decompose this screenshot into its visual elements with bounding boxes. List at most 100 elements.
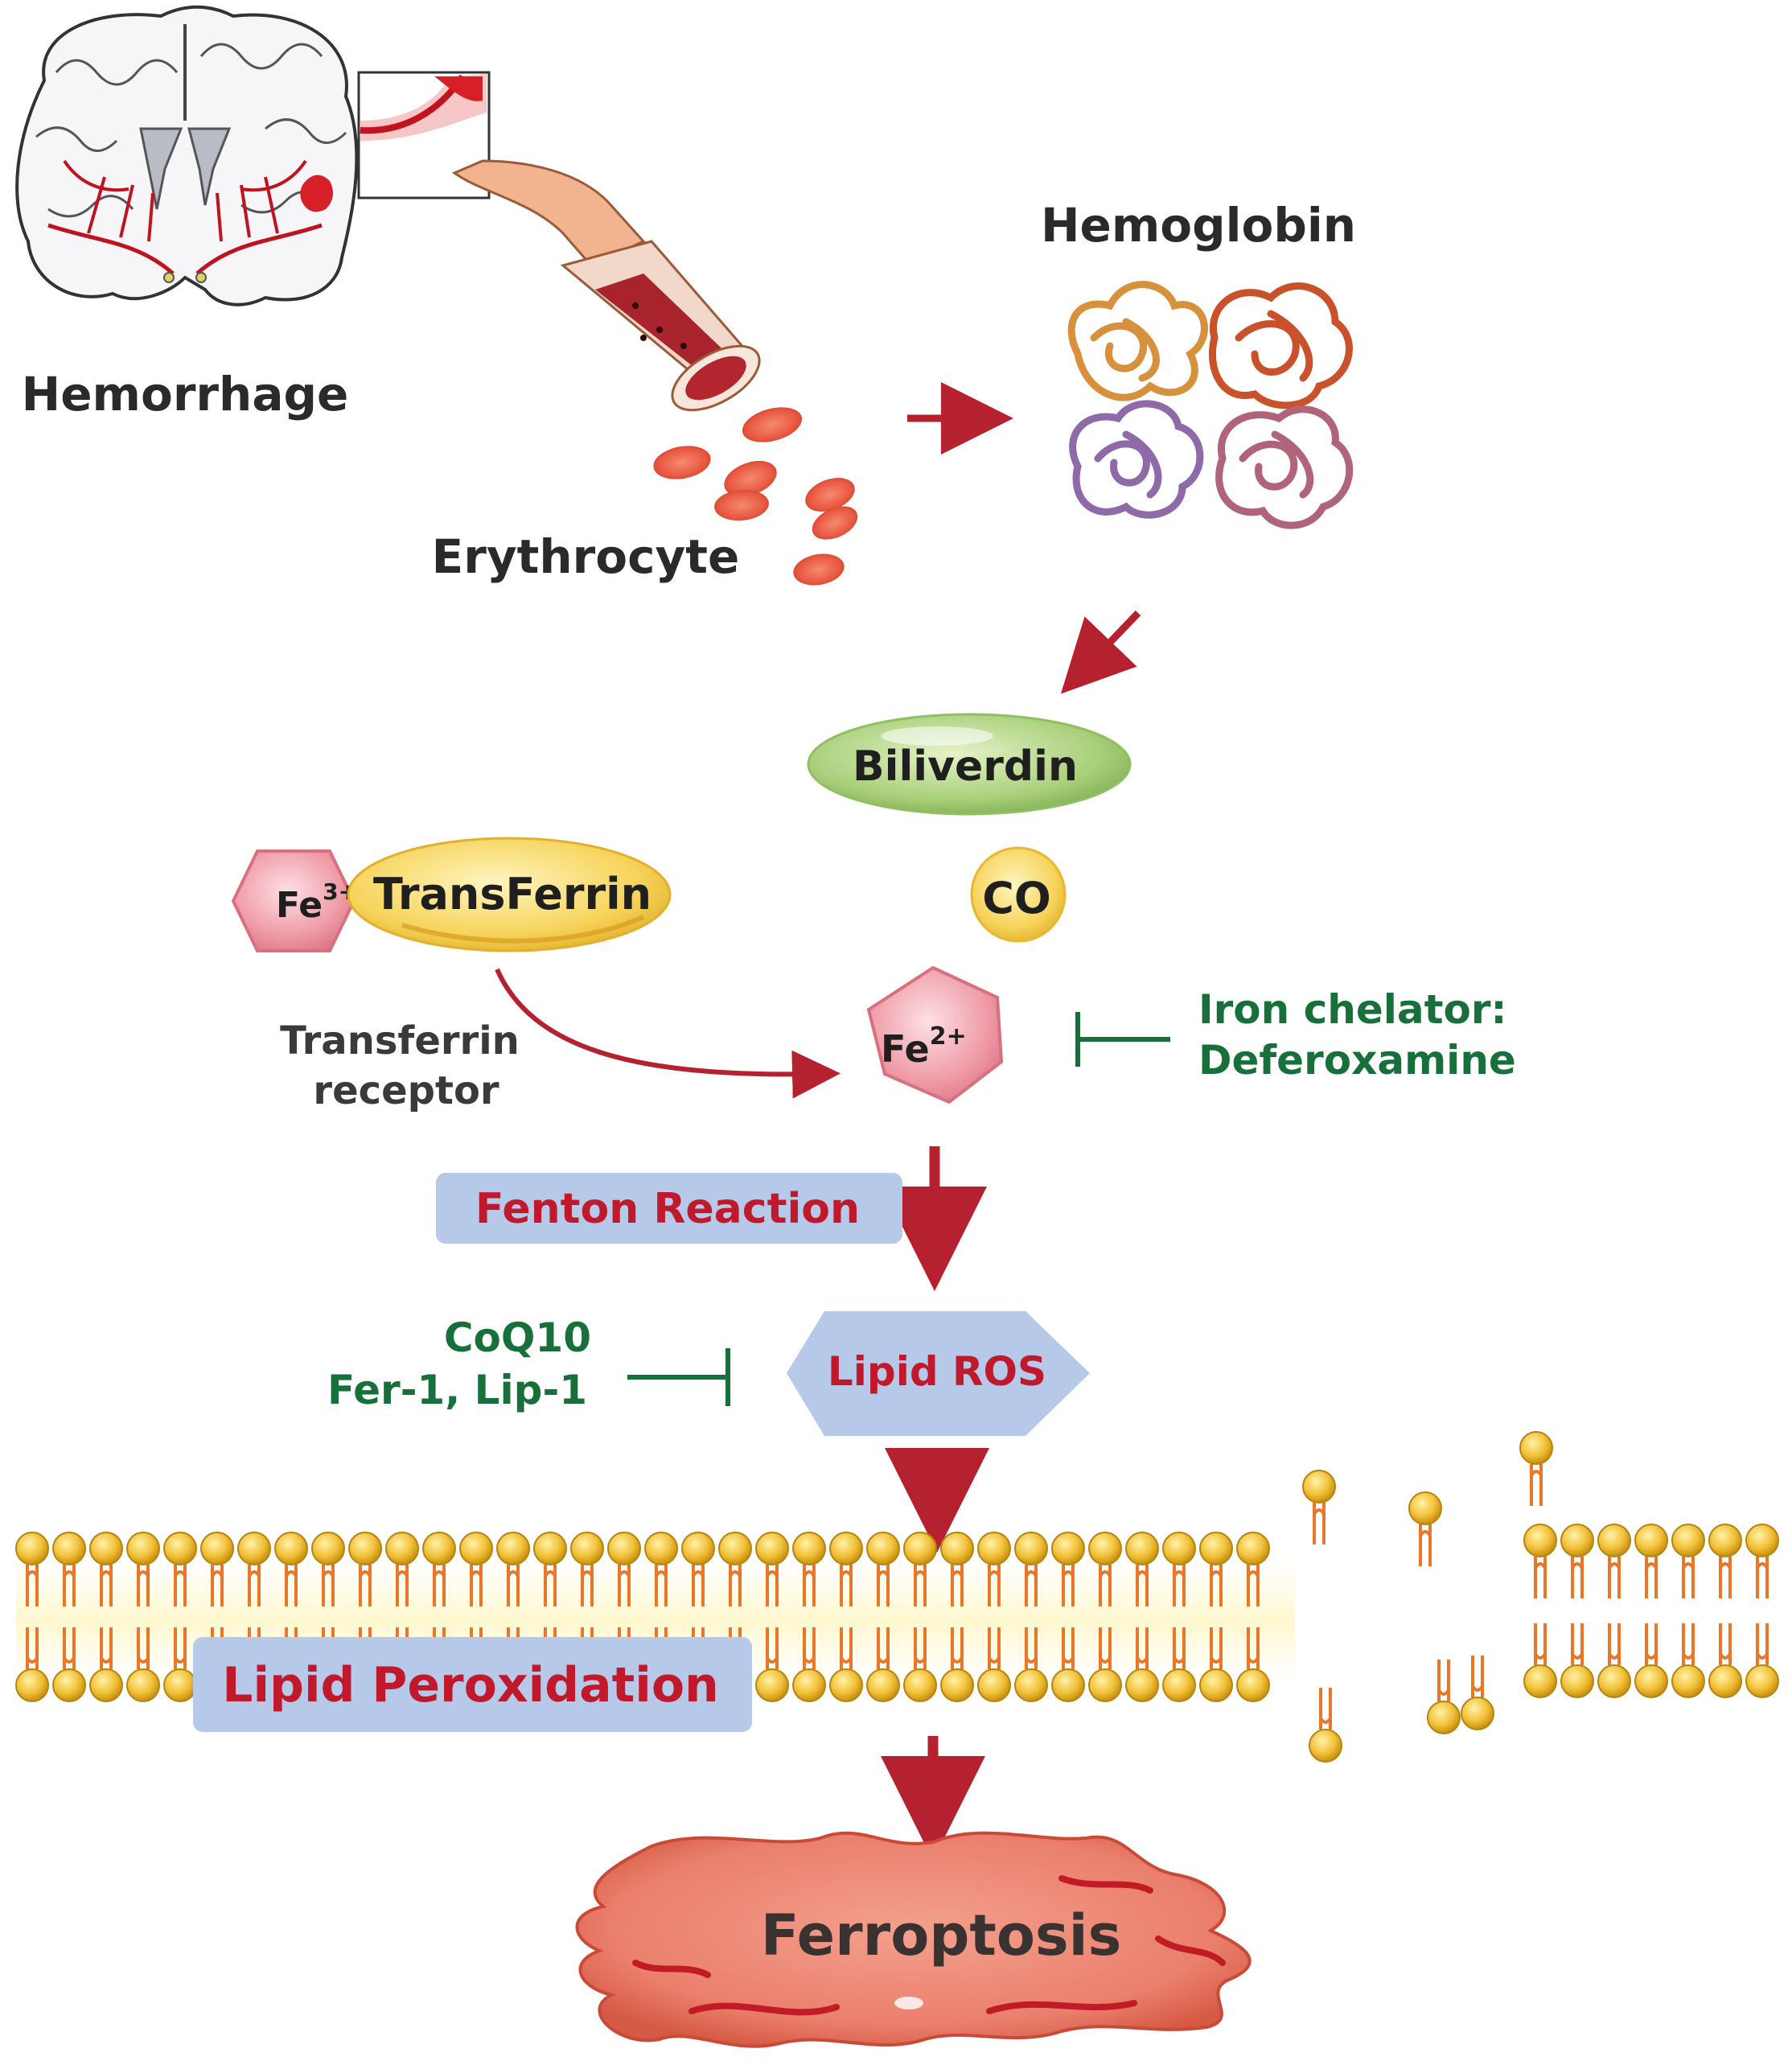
coq10-inhibitor-line (627, 1348, 730, 1406)
lipid-molecule-lower (1014, 1627, 1048, 1702)
fe2-base: Fe (881, 1027, 930, 1071)
lipid-molecule-lower (1523, 1623, 1557, 1698)
fenton-reaction-label: Fenton Reaction (475, 1185, 860, 1233)
co-molecule-icon (970, 846, 1067, 943)
lipid-molecule-upper (903, 1532, 937, 1606)
red-blood-cell-icon (653, 407, 858, 586)
free-lipid-molecule (1408, 1491, 1442, 1566)
lipid-molecule-upper (940, 1532, 974, 1606)
lipid-molecule-lower (1745, 1623, 1779, 1698)
lipid-molecule-upper (311, 1532, 345, 1606)
fenton-reaction-box (436, 1173, 902, 1244)
lipid-molecule-upper (1014, 1532, 1048, 1606)
lipid-molecule-lower (977, 1627, 1011, 1702)
fe3-base: Fe (276, 885, 323, 926)
lipid-molecule-lower (1088, 1627, 1122, 1702)
transferrin-receptor-label-line2: receptor (313, 1068, 499, 1113)
brain-icon (15, 5, 359, 306)
lipid-molecule-lower (792, 1627, 826, 1702)
lipid-molecule-upper (829, 1532, 863, 1606)
free-lipid-molecule (1302, 1470, 1336, 1545)
hemoglobin-label: Hemoglobin (1041, 198, 1356, 253)
fe3-hexagon-icon (231, 849, 356, 952)
lipid-molecule-lower (1162, 1627, 1196, 1702)
lipid-molecule-upper (607, 1532, 641, 1606)
lipid-molecule-lower (1125, 1627, 1159, 1702)
lipid-molecule-upper (570, 1532, 604, 1606)
free-lipid-molecule (1519, 1431, 1553, 1506)
lipid-molecule-upper (1199, 1532, 1233, 1606)
biliverdin-label: Biliverdin (853, 742, 1078, 791)
lipid-molecule-upper (533, 1532, 567, 1606)
free-lipid-molecule (1461, 1656, 1494, 1730)
lipid-molecule-upper (459, 1532, 493, 1606)
lipid-molecule-lower (1236, 1627, 1270, 1702)
lipid-molecule-lower (89, 1627, 123, 1702)
chelator-inhibitor-line (1075, 1012, 1170, 1067)
lipid-molecule-upper (52, 1532, 86, 1606)
lipid-ros-hexagon (787, 1311, 1090, 1436)
lipid-molecule-upper (1523, 1524, 1557, 1598)
lipid-molecule-upper (237, 1532, 271, 1606)
blood-vessel-icon (357, 71, 761, 412)
inhibitor-label-line1: CoQ10 (444, 1314, 591, 1361)
lipid-molecule-upper (681, 1532, 715, 1606)
lipid-molecule-upper (385, 1532, 419, 1606)
chelator-label-line1: Iron chelator: (1198, 986, 1507, 1033)
lipid-molecule-upper (1745, 1524, 1779, 1598)
co-label: CO (982, 873, 1051, 923)
lipid-molecule-upper (126, 1532, 160, 1606)
lipid-molecule-upper (15, 1532, 49, 1606)
lipid-molecule-upper (348, 1532, 382, 1606)
lipid-molecule-upper (644, 1532, 678, 1606)
lipid-molecule-lower (15, 1627, 49, 1702)
lipid-molecule-upper (163, 1532, 197, 1606)
lipid-molecule-upper (1560, 1524, 1594, 1598)
fe2-hexagon-icon (866, 965, 1004, 1104)
lipid-molecule-upper (755, 1532, 789, 1606)
lipid-ros-label: Lipid ROS (828, 1348, 1046, 1395)
ferroptosis-label: Ferroptosis (761, 1902, 1122, 1968)
lipid-molecule-lower (52, 1627, 86, 1702)
lipid-molecule-upper (496, 1532, 530, 1606)
lipid-molecule-upper (89, 1532, 123, 1606)
lipid-molecule-lower (163, 1627, 197, 1702)
lipid-molecule-upper (977, 1532, 1011, 1606)
lipid-molecule-upper (1597, 1524, 1631, 1598)
lipid-molecule-upper (1236, 1532, 1270, 1606)
lipid-molecule-upper (1671, 1524, 1705, 1598)
lipid-molecule-lower (126, 1627, 160, 1702)
lipid-peroxidation-box (193, 1637, 752, 1732)
lipid-molecule-lower (1597, 1623, 1631, 1698)
lipid-molecule-lower (903, 1627, 937, 1702)
hemorrhage-label: Hemorrhage (22, 367, 349, 422)
lipid-molecule-lower (829, 1627, 863, 1702)
lipid-molecule-upper (1634, 1524, 1668, 1598)
hemoglobin-protein-icon (1067, 281, 1354, 529)
arrow-hemoglobin-to-biliverdin (1060, 610, 1141, 694)
lipid-molecule-lower (1051, 1627, 1085, 1702)
inhibitor-label-line2: Fer-1, Lip-1 (327, 1367, 587, 1413)
biliverdin-ellipse (807, 713, 1132, 816)
lipid-molecule-lower (1634, 1623, 1668, 1698)
chelator-label-line2: Deferoxamine (1198, 1037, 1516, 1084)
transferrin-label: TransFerrin (373, 869, 651, 919)
transferrin-ellipse (347, 837, 672, 952)
lipid-molecule-upper (1051, 1532, 1085, 1606)
lipid-molecule-upper (1162, 1532, 1196, 1606)
free-lipid-molecule (1309, 1688, 1342, 1763)
lipid-molecule-upper (200, 1532, 234, 1606)
free-lipid-molecule (1427, 1660, 1461, 1734)
transferrin-receptor-label-line1: Transferrin (280, 1018, 520, 1063)
lipid-molecule-lower (1671, 1623, 1705, 1698)
ferroptotic-cell-icon (575, 1831, 1252, 2048)
lipid-molecule-upper (866, 1532, 900, 1606)
lipid-peroxidation-label: Lipid Peroxidation (222, 1657, 719, 1713)
lipid-molecule-upper (792, 1532, 826, 1606)
lipid-molecule-lower (1708, 1623, 1742, 1698)
arrow-transferrin-to-fe2 (495, 968, 841, 1099)
lipid-molecule-lower (755, 1627, 789, 1702)
lipid-molecule-upper (1125, 1532, 1159, 1606)
